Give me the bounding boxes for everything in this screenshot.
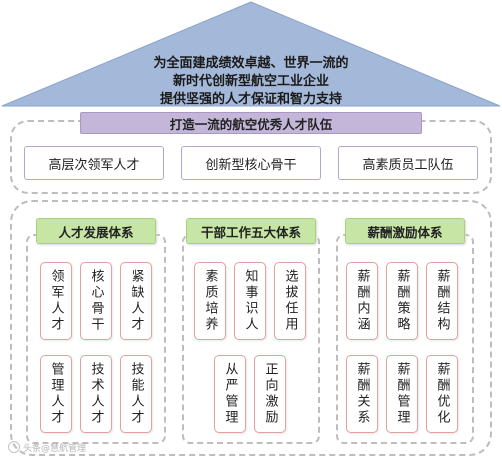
card-leading-talent: 领军人才 [40, 262, 72, 340]
card-pay-management: 薪酬管理 [386, 355, 418, 433]
card-know-people: 知事识人 [234, 262, 266, 340]
card-pay-relations: 薪酬关系 [346, 355, 378, 433]
roof-triangle [1, 1, 501, 107]
card-strict-management: 从严管理 [214, 355, 246, 433]
tier-leading-talent: 高层次领军人才 [24, 146, 164, 180]
card-technical-talent: 技术人才 [80, 355, 112, 433]
card-pay-optimization: 薪酬优化 [426, 355, 458, 433]
systems-frame [10, 200, 492, 456]
system-header-cadre-work: 干部工作五大体系 [186, 218, 316, 244]
card-quality-training: 素质培养 [194, 262, 226, 340]
card-core-backbone: 核心骨干 [80, 262, 112, 340]
card-selection-appointment: 选拔任用 [274, 262, 306, 340]
watermark-text: 头条@慧航管理 [23, 443, 87, 454]
card-scarce-talent: 紧缺人才 [120, 262, 152, 340]
watermark-logo-icon [8, 441, 20, 453]
tier-core-backbone: 创新型核心骨干 [181, 146, 321, 180]
roof-line-3: 提供坚强的人才保证和智力支持 [159, 92, 342, 107]
goal-bar: 打造一流的航空优秀人才队伍 [80, 112, 422, 134]
roof-line-2: 新时代创新型航空工业企业 [172, 74, 329, 89]
watermark: 头条@慧航管理 [8, 438, 128, 456]
card-pay-connotation: 薪酬内涵 [346, 262, 378, 340]
tier-staff-team: 高素质员工队伍 [338, 146, 478, 180]
card-positive-incentive: 正向激励 [254, 355, 286, 433]
system-header-compensation: 薪酬激励体系 [345, 218, 465, 244]
card-skilled-talent: 技能人才 [120, 355, 152, 433]
card-pay-strategy: 薪酬策略 [386, 262, 418, 340]
card-management-talent: 管理人才 [40, 355, 72, 433]
roof-line-1: 为全面建成绩效卓越、世界一流的 [153, 56, 349, 71]
system-header-talent-development: 人才发展体系 [36, 218, 156, 244]
card-pay-structure: 薪酬结构 [426, 262, 458, 340]
